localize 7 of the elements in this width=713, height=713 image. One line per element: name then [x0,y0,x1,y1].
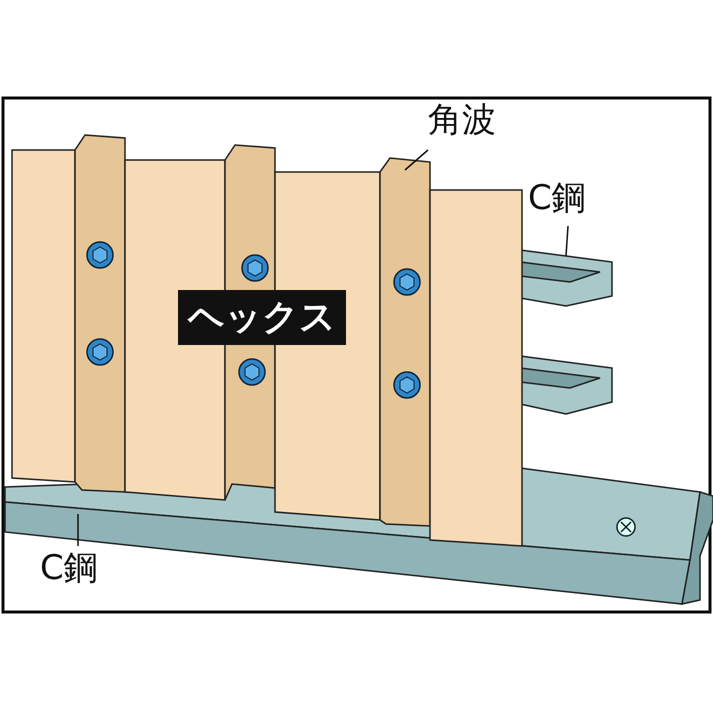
part-label: C鋼 [528,178,586,219]
corrugated-sheet [11,134,523,547]
part-label: C鋼 [40,548,98,589]
leader-line [565,226,569,256]
callout-label: ヘックス [178,290,346,346]
part-label: 角波 [428,100,496,141]
leader-line [404,149,428,171]
